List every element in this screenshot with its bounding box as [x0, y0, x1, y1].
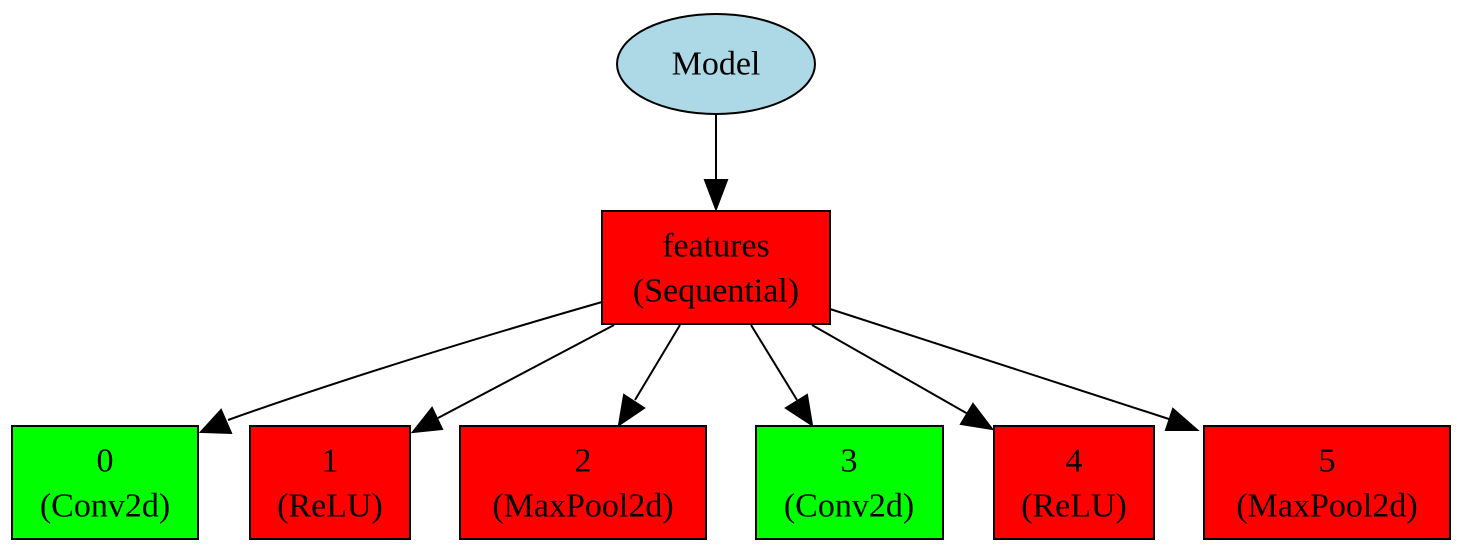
- node-layer-3-type: (Conv2d): [784, 488, 914, 525]
- node-layer-2-name: 2: [575, 443, 592, 480]
- edge-model-features: [703, 114, 729, 212]
- node-layer-1-name: 1: [322, 443, 339, 480]
- node-layer-0-name: 0: [97, 443, 114, 480]
- edge-features-layer-2: [617, 324, 681, 428]
- node-layer-5: 5 (MaxPool2d): [1203, 425, 1451, 540]
- node-layer-3-shape: [755, 425, 944, 540]
- node-layer-1-shape: [249, 425, 411, 540]
- node-layer-2-type: (MaxPool2d): [492, 488, 673, 525]
- edge-features-layer-5: [829, 308, 1200, 431]
- node-layer-4: 4 (ReLU): [993, 425, 1155, 540]
- edge-features-layer-0: [198, 301, 603, 435]
- node-layer-3: 3 (Conv2d): [755, 425, 944, 540]
- node-layer-0-type: (Conv2d): [40, 488, 170, 525]
- node-model: Model: [616, 13, 816, 115]
- edge-features-layer-1: [410, 324, 615, 434]
- node-layer-5-shape: [1203, 425, 1451, 540]
- node-layer-5-name: 5: [1319, 443, 1336, 480]
- node-features-shape: [601, 210, 831, 325]
- node-layer-4-shape: [993, 425, 1155, 540]
- edge-features-layer-3: [750, 324, 814, 428]
- node-layer-1: 1 (ReLU): [249, 425, 411, 540]
- node-layer-3-name: 3: [841, 443, 858, 480]
- node-layer-2-shape: [459, 425, 707, 540]
- node-model-label: Model: [672, 46, 761, 83]
- node-layer-5-type: (MaxPool2d): [1236, 488, 1417, 525]
- node-layer-1-type: (ReLU): [277, 488, 383, 525]
- node-model-shape: [616, 13, 816, 115]
- node-layer-2: 2 (MaxPool2d): [459, 425, 707, 540]
- node-features-name: features: [662, 228, 770, 265]
- node-features-type: (Sequential): [633, 273, 799, 310]
- node-layer-0-shape: [11, 425, 199, 540]
- node-layer-0: 0 (Conv2d): [11, 425, 199, 540]
- node-layer-4-name: 4: [1066, 443, 1083, 480]
- edges: [198, 114, 1200, 435]
- node-layer-4-type: (ReLU): [1021, 488, 1127, 525]
- edge-features-layer-4: [811, 324, 995, 431]
- node-features: features (Sequential): [601, 210, 831, 325]
